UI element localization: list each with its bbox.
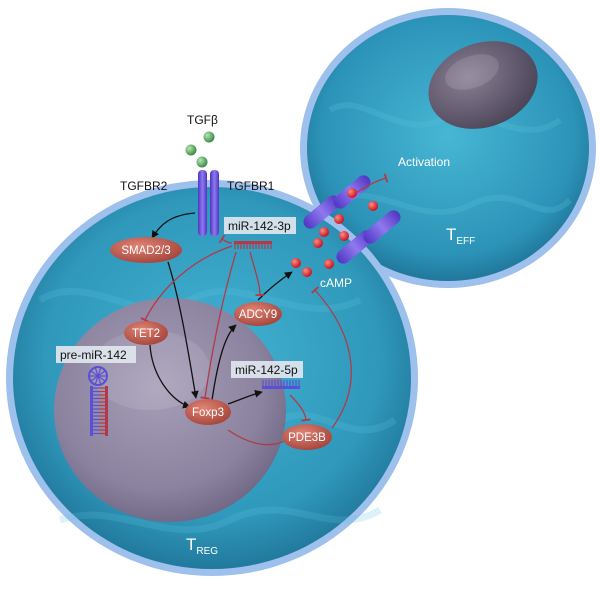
tgfbr1-label: TGFBR1 — [227, 179, 275, 193]
pre-mir-142-label: pre-miR-142 — [60, 348, 127, 362]
rna-base-tick — [97, 375, 102, 385]
tgfb-ligand — [203, 131, 215, 143]
camp-label: cAMP — [320, 276, 352, 290]
foxp3-protein: Foxp3 — [185, 399, 231, 425]
tgfbr2-label: TGFBR2 — [120, 179, 168, 193]
inhibition-mir3p-to-tgfbr — [218, 234, 233, 244]
treg-label-main: T — [186, 535, 196, 554]
mir-3p-backbone — [234, 241, 272, 244]
inhibition-mir3p-to-adcy9 — [249, 251, 265, 296]
pde3b-shape — [282, 424, 332, 450]
tet2-label: TET2 — [132, 328, 160, 340]
foxp3-shape — [185, 399, 231, 425]
rna-base-tick — [94, 367, 99, 377]
camp-molecule — [313, 238, 323, 248]
camp-molecule — [347, 188, 357, 198]
hairpin-stem-left — [90, 386, 93, 436]
activation-tet2-to-foxp3 — [149, 344, 191, 409]
rna-base-tick — [90, 375, 99, 382]
camp-molecule — [334, 214, 344, 224]
activation-foxp3-to-mir5p — [227, 389, 263, 405]
hairpin-stem-right — [105, 386, 108, 436]
mir-3p-bases — [234, 244, 272, 249]
mir-142-3p-group: miR-142-3p — [224, 217, 296, 249]
tgfb-ligand — [185, 144, 197, 156]
rna-base-tick — [97, 370, 106, 377]
rna-base-tick — [97, 375, 106, 382]
foxp3-label: Foxp3 — [192, 407, 224, 419]
mir-142-5p-strand — [262, 380, 300, 389]
teff-label-main: T — [446, 225, 456, 244]
activation-adcy9-to-camp — [257, 271, 293, 301]
camp-molecule — [291, 258, 301, 268]
smad23-protein: SMAD2/3 — [110, 237, 182, 263]
tet2-protein: TET2 — [124, 321, 168, 345]
activation-edges — [149, 212, 293, 409]
pre-mir-142-label-box — [56, 346, 136, 363]
connexin-lower-right — [363, 210, 401, 244]
mir-142-5p-label-box — [231, 361, 303, 378]
activation-label: Activation — [398, 155, 450, 169]
mir-142-3p-strand — [234, 241, 272, 249]
smad23-shape — [110, 237, 182, 263]
pre-mir-142-hairpin — [88, 366, 108, 436]
tgfb-receptors — [198, 170, 219, 236]
inhibition-edges — [140, 173, 389, 446]
mir-5p-backbone — [262, 386, 300, 389]
adcy9-protein: ADCY9 — [234, 302, 282, 326]
tgfb-label: TGFβ — [187, 113, 218, 127]
inhibition-activation-signal — [355, 173, 389, 194]
pde3b-label: PDE3B — [288, 432, 326, 444]
camp-molecule — [324, 259, 334, 269]
tet2-shape — [124, 321, 168, 345]
inhibition-mir3p-to-foxp3 — [200, 251, 237, 400]
teff-label: TEFF — [446, 225, 475, 247]
adcy9-label: ADCY9 — [239, 309, 277, 321]
effector-nucleus — [428, 41, 538, 129]
hairpin-stem-bases — [93, 387, 105, 435]
effector-t-cell: Activation TEFF — [300, 8, 596, 288]
connexin-upper-left — [303, 195, 341, 229]
mir-142-5p-group: miR-142-5p — [231, 361, 303, 389]
camp-molecule — [302, 267, 312, 277]
adcy9-shape — [234, 302, 282, 326]
tgfbr1-receptor — [210, 170, 219, 236]
effector-cell-texture — [328, 102, 573, 216]
camp-molecule — [368, 201, 378, 211]
rna-base-tick — [94, 375, 99, 385]
tgfb-ligands — [185, 131, 215, 168]
inhibition-mir5p-to-pde3b — [289, 394, 311, 422]
mir-5p-bases — [262, 380, 300, 386]
tgfbr2-receptor — [198, 170, 207, 236]
regulatory-t-cell: TREG — [6, 180, 418, 576]
teff-label-sub: EFF — [456, 236, 475, 247]
smad23-label: SMAD2/3 — [121, 245, 170, 257]
camp-molecule — [319, 227, 329, 237]
pre-mir-142-group: pre-miR-142 — [56, 346, 136, 436]
mir-142-3p-label: miR-142-3p — [228, 219, 291, 233]
protein-nodes: SMAD2/3 TET2 ADCY9 Foxp3 PDE3B — [110, 237, 332, 450]
gap-junction — [303, 175, 401, 264]
effector-nucleus-highlight — [445, 54, 499, 90]
tgfb-ligand — [196, 156, 208, 168]
treg-label-sub: REG — [196, 546, 218, 557]
mir-142-5p-label: miR-142-5p — [235, 363, 298, 377]
hairpin-loop-bases — [89, 367, 107, 385]
activation-tgfbr-to-smad — [151, 212, 196, 239]
camp-molecule — [339, 231, 349, 241]
treg-label: TREG — [186, 535, 218, 557]
inhibition-mir3p-to-tet2 — [140, 245, 233, 323]
regulatory-nucleus — [54, 298, 286, 522]
rna-base-tick — [97, 367, 102, 377]
mir-142-3p-label-box — [224, 217, 296, 234]
inhibition-pde3b-to-camp — [311, 286, 352, 429]
activation-smad-to-foxp3 — [167, 261, 199, 399]
activation-foxp3-to-adcy9 — [211, 324, 237, 401]
pde3b-protein: PDE3B — [282, 424, 332, 450]
camp-molecules — [291, 188, 378, 277]
rna-base-tick — [90, 370, 99, 377]
